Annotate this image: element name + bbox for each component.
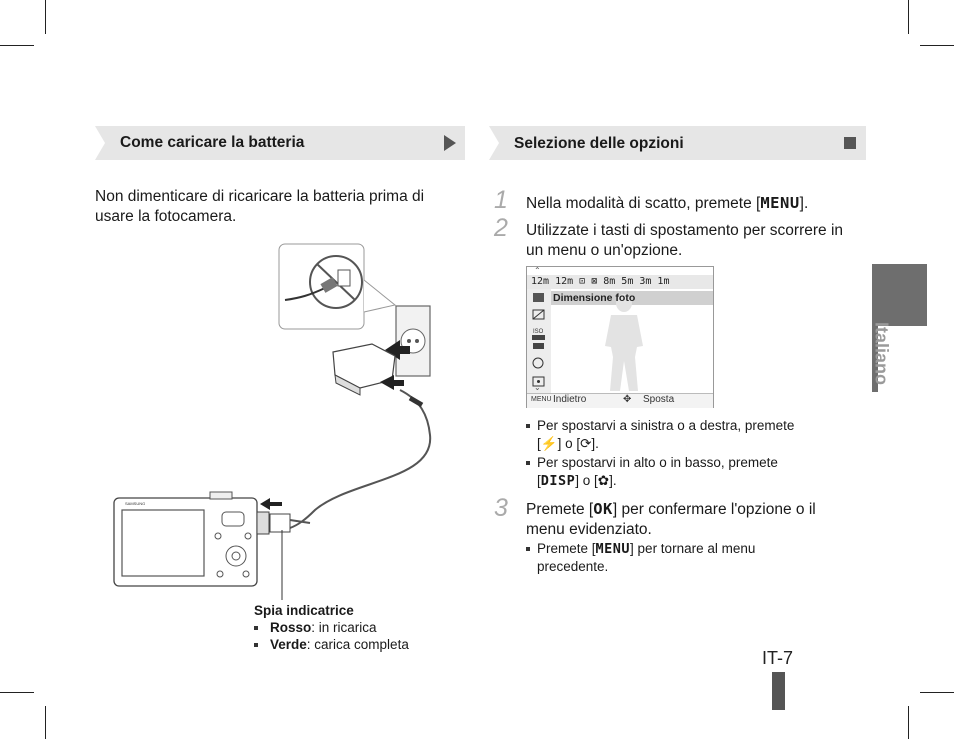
indicator-caption-title: Spia indicatrice [254, 603, 354, 618]
caption-item: Verde: carica completa [254, 636, 409, 654]
right-section-band [489, 126, 866, 160]
person-silhouette [605, 294, 643, 391]
left-section-title: Come caricare la batteria [120, 134, 305, 151]
charging-illustration: SAMSUNG [113, 243, 432, 600]
chevron-up-icon: ⌃ [534, 266, 541, 275]
page-number-bar [772, 672, 785, 710]
step2-bullet: Per spostarvi in alto o in basso, premet… [526, 454, 837, 490]
step-text: Nella modalità di scatto, premete [MENU]… [526, 194, 809, 212]
step2-bullet: Per spostarvi a sinistra o a destra, pre… [526, 417, 837, 453]
flash-icon: ⚡ [540, 436, 558, 451]
crop-mark [920, 45, 954, 46]
page-number: IT-7 [762, 648, 794, 668]
crop-mark [45, 706, 46, 739]
step3-bullet: Premete [MENU] per tornare al menu prece… [526, 540, 827, 576]
crop-mark [908, 706, 909, 739]
crop-mark [908, 0, 909, 34]
crop-mark [0, 45, 34, 46]
resolution-options: 12m 12m ⊡ ⊠ 8m 5m 3m 1m [531, 276, 670, 287]
triangle-icon [444, 135, 456, 151]
language-tab-strip [872, 264, 878, 392]
square-icon [844, 137, 856, 149]
step-number: 3 [494, 494, 508, 522]
move-label: Sposta [643, 394, 675, 405]
step-number: 2 [494, 214, 508, 242]
crop-mark [0, 692, 34, 693]
step-number: 1 [494, 186, 508, 214]
back-label: Indietro [553, 394, 587, 405]
left-section-band [95, 126, 465, 160]
crop-mark [45, 0, 46, 34]
chevron-down-icon: ⌄ [534, 383, 541, 392]
menu-icons-column: ISO [532, 293, 545, 387]
macro-icon: ✿ [597, 473, 610, 488]
language-tab-label: Italiano [871, 321, 892, 385]
language-tab [872, 264, 927, 326]
highlighted-option: Dimensione foto [553, 292, 636, 304]
intro-text: Non dimenticare di ricaricare la batteri… [95, 188, 425, 225]
menu-key: MENU [531, 396, 552, 403]
crop-mark [920, 692, 954, 693]
samsung-logo: SAMSUNG [125, 501, 145, 506]
no-sign-icon [309, 255, 363, 309]
move-arrows-icon: ✥ [623, 394, 632, 405]
caption-item: Rosso: in ricarica [254, 619, 377, 637]
step-text: Utilizzate i tasti di spostamento per sc… [526, 222, 844, 259]
camera-screen: ⌃ 12m 12m ⊡ ⊠ 8m 5m 3m 1m ISO ⌄ Dimensio… [526, 266, 714, 408]
svg-text:ISO: ISO [533, 329, 544, 335]
step-text: Premete [OK] per confermare l'opzione o … [526, 500, 816, 538]
timer-icon: ⟳ [580, 436, 592, 451]
right-section-title: Selezione delle opzioni [514, 135, 684, 152]
